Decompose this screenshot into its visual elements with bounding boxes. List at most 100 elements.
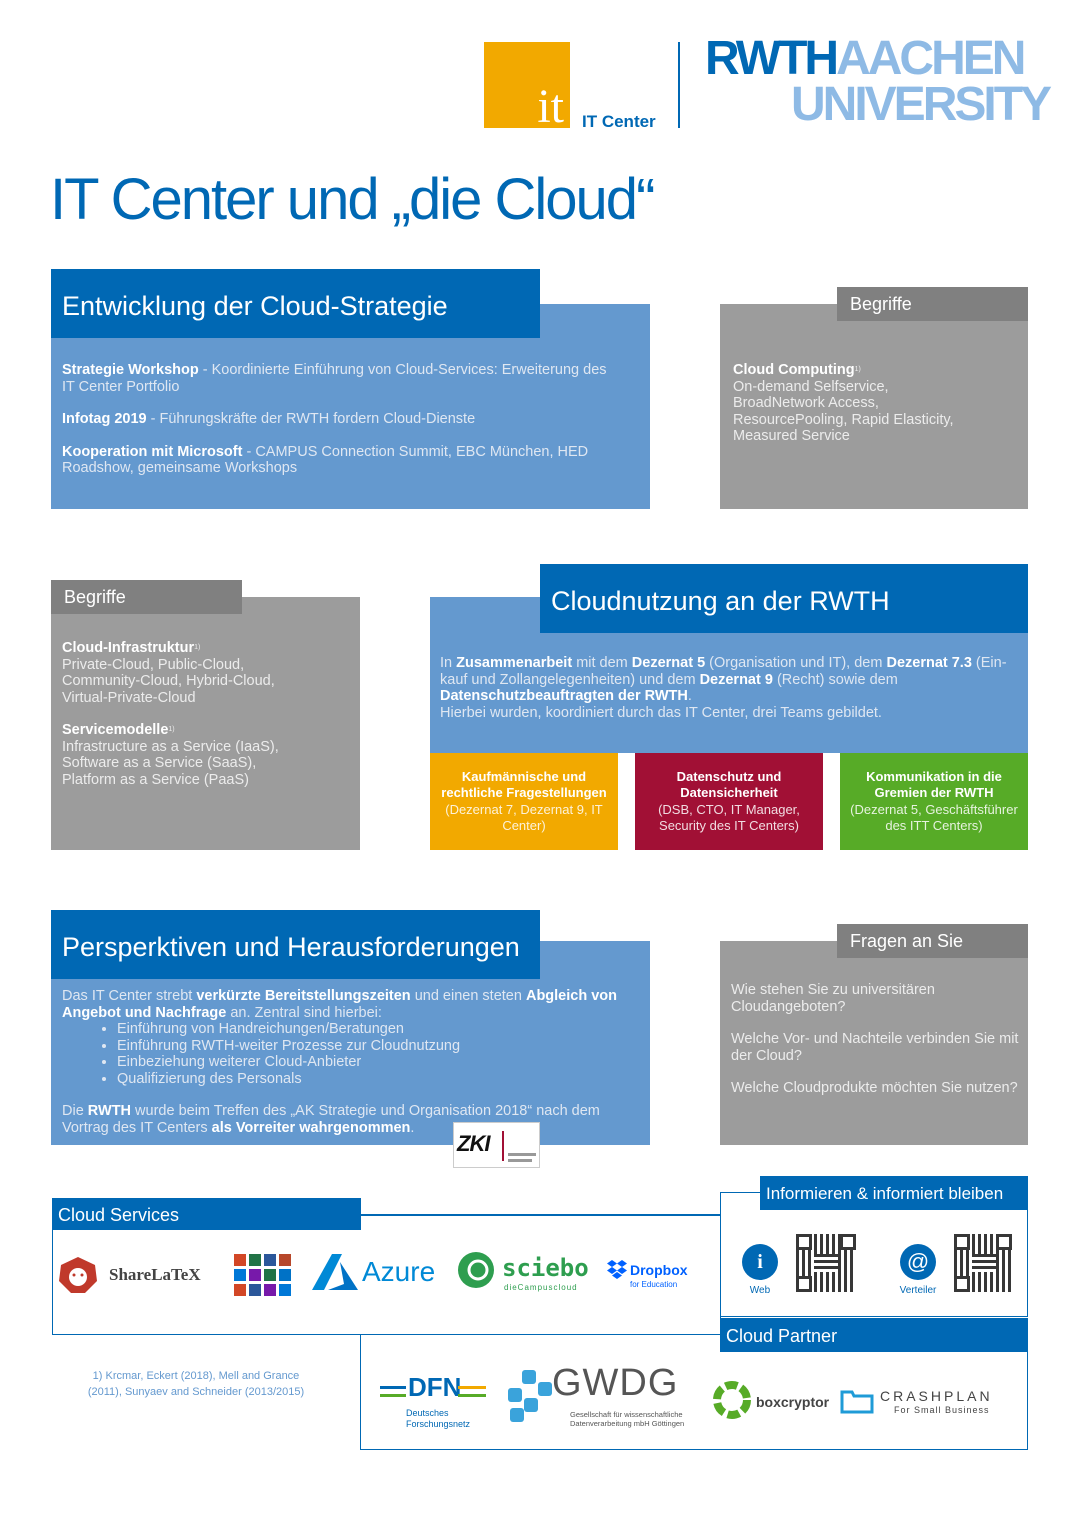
- question-item: Welche Vor- und Nachteile verbinden Sie …: [731, 1031, 1019, 1064]
- strategy-title: Entwicklung der Cloud-Strategie: [62, 291, 448, 321]
- inform-title-bar: Informieren & informiert bleiben: [760, 1176, 1028, 1210]
- web-qr-code[interactable]: [796, 1234, 856, 1292]
- terms2-line: Software as a Service (SaaS),: [62, 755, 257, 771]
- terms2-panel: [51, 597, 360, 850]
- strategy-title-bar: Entwicklung der Cloud-Strategie: [51, 269, 540, 338]
- dropbox-subtext: for Education: [630, 1280, 678, 1289]
- cloud-services-title: Cloud Services: [58, 1205, 180, 1225]
- gwdg-logo: GWDG Gesellschaft für wissenschaftliche …: [506, 1362, 706, 1430]
- sharelatex-text: ShareLaTeX: [109, 1265, 201, 1284]
- page-title: IT Center und „die Cloud“: [50, 167, 655, 232]
- terms2-line: Infrastructure as a Service (IaaS),: [62, 738, 279, 755]
- mail-qr-code[interactable]: [954, 1234, 1012, 1292]
- strategy-list: Strategie Workshop - Koordinierte Einfüh…: [62, 362, 622, 477]
- crashplan-logo: CRASHPLAN For Small Business: [840, 1388, 1010, 1420]
- office-logo: [232, 1252, 292, 1298]
- strategy-item: Strategie Workshop - Koordinierte Einfüh…: [62, 362, 607, 395]
- bullet-item: Einbeziehung weiterer Cloud-Anbieter: [117, 1054, 642, 1071]
- terms2-line: Platform as a Service (PaaS): [62, 771, 249, 788]
- strategy-panel: [51, 304, 650, 509]
- dropbox-icon: [607, 1260, 627, 1279]
- dfn-subtext: Deutsches Forschungsnetz: [406, 1408, 471, 1429]
- partners-box: [360, 1334, 1028, 1450]
- strategy-item: Kooperation mit Microsoft - CAMPUS Conne…: [62, 443, 589, 477]
- mail-label: Verteiler: [899, 1285, 937, 1296]
- azure-logo: Azure: [312, 1252, 442, 1296]
- header-divider: [678, 42, 680, 128]
- gwdg-icon: [508, 1370, 552, 1422]
- question-item: Welche Cloudprodukte möchten Sie nutzen?: [731, 1080, 1018, 1096]
- team-detail: (Dezernat 7, Dezernat 9, IT Center): [445, 801, 603, 834]
- bullet-item: Einführung von Handreichungen/Beratungen: [117, 1021, 642, 1038]
- terms2-heading2: Servicemodelle: [62, 722, 169, 738]
- sciebo-logo: sciebo dieCampuscloud: [456, 1250, 596, 1296]
- perspectives-text: Das IT Center strebt verkürzte Bereitste…: [62, 988, 642, 1136]
- terms1-line: On-demand Selfservice,: [733, 378, 889, 395]
- boxcryptor-logo: boxcryptor: [712, 1380, 832, 1424]
- it-logo-text: it: [537, 80, 564, 133]
- rwth-logo: RWTHAACHEN UNIVERSITY: [705, 35, 1052, 136]
- team-name: Datenschutz und Datensicherheit: [676, 768, 782, 801]
- sciebo-subtext: dieCampuscloud: [504, 1283, 578, 1292]
- zki-logo: ZKI: [453, 1122, 540, 1168]
- partners-title-bar: Cloud Partner: [720, 1318, 1028, 1352]
- team-box-privacy: Datenschutz und Datensicherheit (DSB, CT…: [635, 753, 823, 850]
- terms2-body: Cloud-Infrastruktur1) Private-Cloud, Pub…: [62, 640, 352, 788]
- rwth-logo-university: UNIVERSITY: [791, 78, 1052, 131]
- dropbox-text: Dropbox: [630, 1262, 688, 1278]
- crashplan-text: CRASHPLAN: [880, 1388, 993, 1404]
- questions-title-bar: Fragen an Sie: [837, 924, 1028, 958]
- sharelatex-logo: ShareLaTeX: [57, 1255, 222, 1295]
- terms1-body: Cloud Computing1) On-demand Selfservice,…: [733, 362, 1018, 445]
- terms2-heading1: Cloud-Infrastruktur: [62, 640, 195, 656]
- team-box-communication: Kommunikation in die Gremien der RWTH (D…: [840, 753, 1028, 850]
- terms2-title: Begriffe: [64, 587, 126, 607]
- web-icon: i: [742, 1244, 778, 1280]
- web-link[interactable]: i Web: [740, 1244, 780, 1302]
- at-icon: @: [900, 1244, 936, 1280]
- azure-text: Azure: [362, 1256, 436, 1287]
- terms1-line: BroadNetwork Access,: [733, 395, 879, 411]
- gwdg-text: GWDG: [552, 1362, 679, 1404]
- team-name: Kaufmännische und rechtliche Fragestellu…: [441, 768, 607, 801]
- perspectives-title-bar: Persperktiven und Herausforderungen: [51, 910, 540, 979]
- team-detail: (DSB, CTO, IT Manager, Security des IT C…: [658, 801, 800, 834]
- bullet-item: Qualifizierung des Personals: [117, 1071, 642, 1088]
- terms1-heading: Cloud Computing: [733, 362, 855, 378]
- questions-panel: [720, 941, 1028, 1145]
- perspectives-bullets: Einführung von Handreichungen/Beratungen…: [62, 1021, 642, 1087]
- strategy-item: Infotag 2019 - Führungskräfte der RWTH f…: [62, 411, 476, 427]
- crashplan-icon: [840, 1390, 874, 1414]
- lion-icon: [59, 1257, 97, 1293]
- sciebo-icon: [458, 1252, 494, 1288]
- terms1-title-bar: Begriffe: [837, 287, 1028, 321]
- cloud-services-title-bar: Cloud Services: [52, 1198, 361, 1230]
- questions-list: Wie stehen Sie zu universitären Cloudang…: [731, 982, 1028, 1097]
- usage-title-bar: Cloudnutzung an der RWTH: [540, 564, 1028, 633]
- team-detail: (Dezernat 5, Geschäftsführer des ITT Cen…: [850, 801, 1018, 834]
- partners-title: Cloud Partner: [726, 1326, 838, 1346]
- bullet-item: Einführung RWTH-weiter Prozesse zur Clou…: [117, 1038, 642, 1055]
- dfn-text: DFN: [408, 1372, 462, 1402]
- terms2-line: Virtual-Private-Cloud: [62, 689, 196, 706]
- zki-logo-text: ZKI: [457, 1131, 490, 1156]
- azure-icon: [312, 1254, 358, 1290]
- dropbox-logo: Dropbox for Education: [606, 1260, 706, 1296]
- terms1-line: Measured Service: [733, 428, 850, 444]
- terms1-line: ResourcePooling, Rapid Elasticity,: [733, 411, 954, 428]
- mailing-list-link[interactable]: @ Verteiler: [898, 1244, 938, 1302]
- team-name: Kommunikation in die Gremien der RWTH: [866, 768, 1002, 801]
- gwdg-subtext: Gesellschaft für wissenschaftliche Daten…: [570, 1410, 685, 1428]
- questions-title: Fragen an Sie: [850, 931, 964, 951]
- terms1-title: Begriffe: [850, 294, 912, 314]
- boxcryptor-icon: [713, 1381, 751, 1419]
- footnote: 1) Krcmar, Eckert (2018), Mell and Granc…: [87, 1370, 305, 1398]
- usage-title: Cloudnutzung an der RWTH: [551, 586, 890, 616]
- rwth-logo-aachen: AACHEN: [836, 32, 1026, 85]
- question-item: Wie stehen Sie zu universitären Cloudang…: [731, 982, 935, 1015]
- it-center-label: IT Center: [582, 112, 656, 131]
- sciebo-text: sciebo: [502, 1254, 589, 1282]
- terms2-line: Community-Cloud, Hybrid-Cloud,: [62, 673, 275, 689]
- usage-text: In Zusammenarbeit mit dem Dezernat 5 (Or…: [440, 655, 1007, 721]
- web-label: Web: [749, 1285, 771, 1296]
